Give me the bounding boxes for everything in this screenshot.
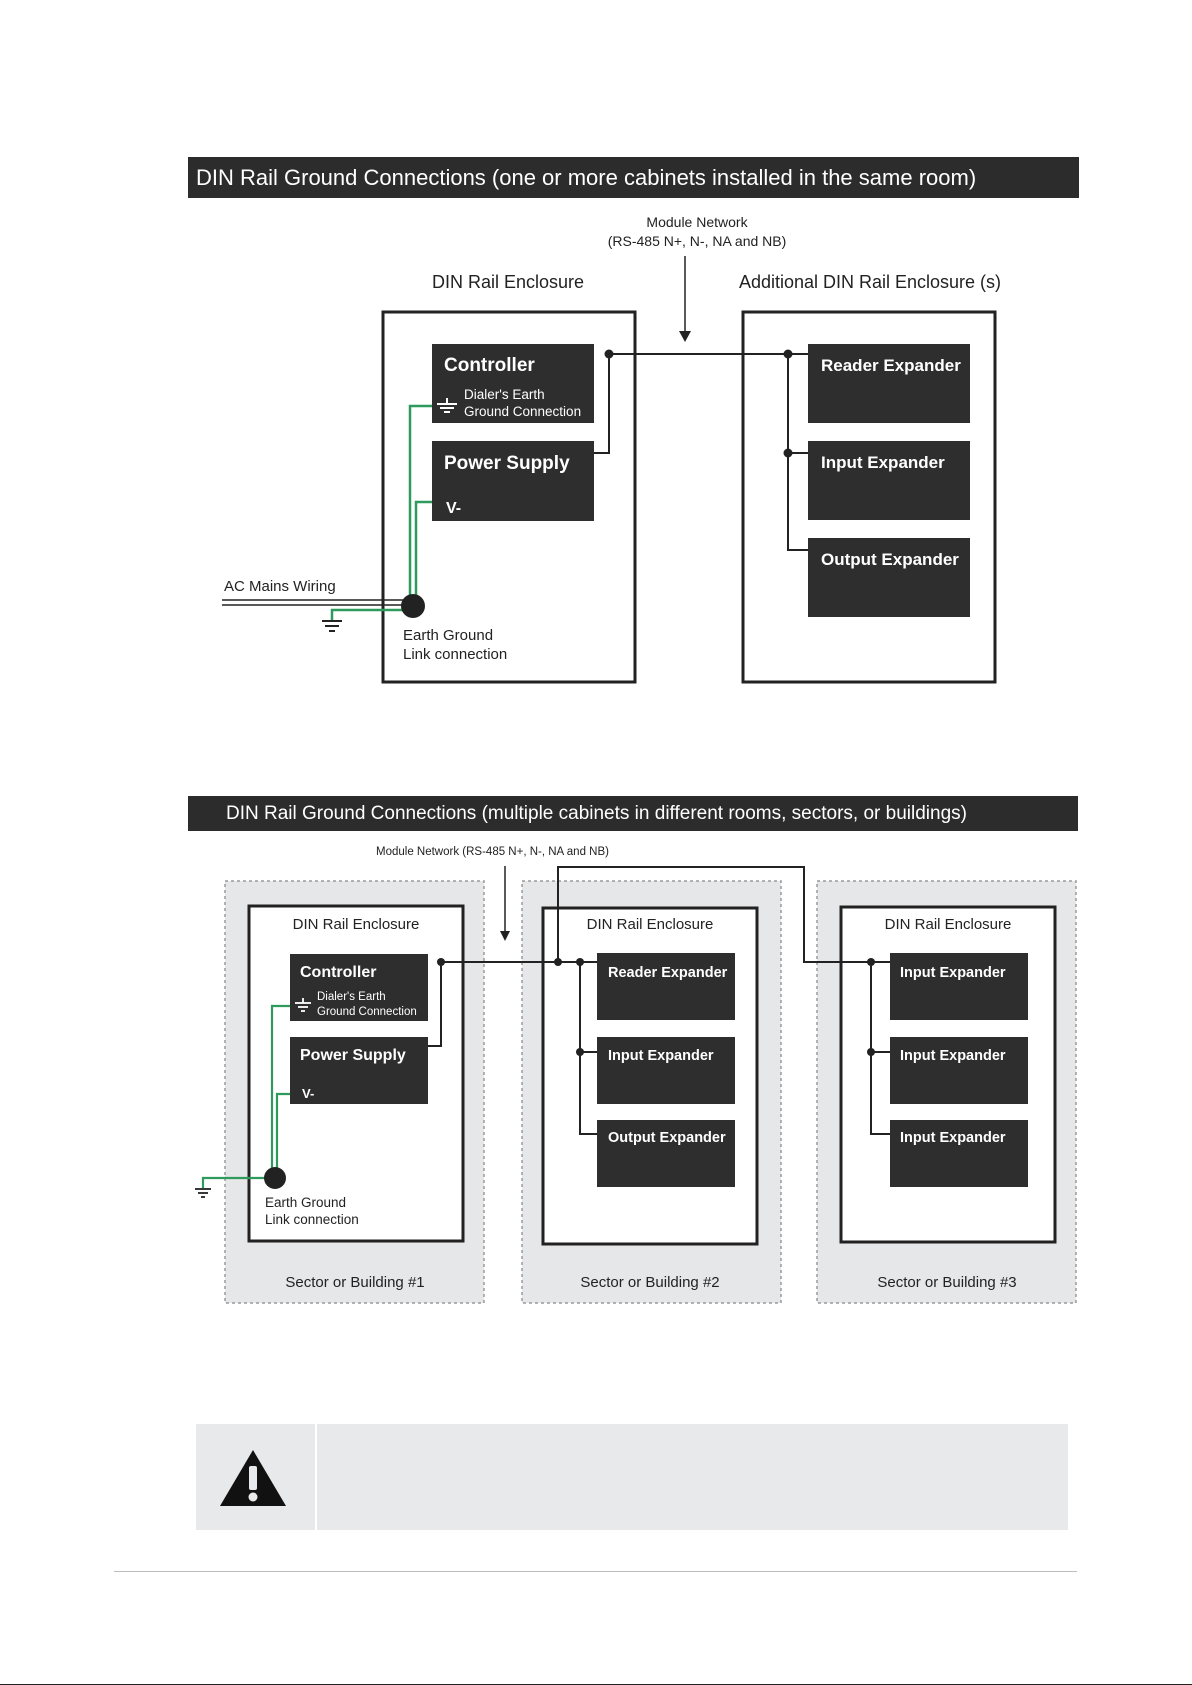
additional-din-rail-enclosure: [741, 310, 997, 684]
input-expander-label: Input Expander: [821, 453, 945, 472]
diagram2-title-banner: DIN Rail Ground Connections (multiple ca…: [188, 796, 1078, 831]
b3-input-expander-2-label: Input Expander: [900, 1048, 1006, 1064]
dialer-label-2: Ground Connection: [464, 404, 581, 419]
diagram2: DIN Rail Enclosure DIN Rail Enclosure DI…: [195, 846, 1077, 1304]
v-minus-label: V-: [446, 500, 461, 517]
earth-ground-link-node-2: [264, 1167, 286, 1189]
earth-link-label-2: Link connection: [403, 646, 507, 663]
reader-expander-label: Reader Expander: [821, 356, 961, 375]
output-expander-box: [808, 538, 970, 617]
earth-link-label-1: Earth Ground: [403, 627, 493, 644]
warning-box-divider: [315, 1424, 317, 1530]
footer-rule: [114, 1571, 1077, 1572]
earth-ground-wire: [330, 608, 413, 620]
din-rail-enclosure: [381, 310, 637, 684]
ps-bus-wire: [594, 354, 610, 454]
diagram1-title-banner: DIN Rail Ground Connections (one or more…: [188, 157, 1079, 198]
diagram2-network-label: Module Network (RS-485 N+, N-, NA and NB…: [376, 846, 609, 858]
building-2-bus-drop: [579, 962, 597, 1135]
dialer-label-2-1: Dialer's Earth: [317, 991, 386, 1003]
earth-ground-wire-2: [201, 1176, 274, 1188]
b2-reader-expander-box: [597, 953, 735, 1020]
diagram1: Module Network (RS-485 N+, N-, NA and NB…: [222, 214, 1001, 684]
output-expander-label: Output Expander: [821, 550, 959, 569]
enclosure-2-label: DIN Rail Enclosure: [587, 916, 714, 933]
dialer-label-1: Dialer's Earth: [464, 387, 545, 402]
reader-expander-box: [808, 344, 970, 423]
earth-ground-icon: [322, 620, 342, 632]
bus-junction-reader: [783, 349, 793, 359]
enclosure-1-label: DIN Rail Enclosure: [293, 916, 420, 933]
dialer-ground-wire: [408, 404, 432, 606]
b2-input-expander-label: Input Expander: [608, 1048, 714, 1064]
controller-box-2: [290, 954, 428, 1021]
diagram1-network-label-1: Module Network: [646, 214, 748, 230]
b3-input-expander-3-box: [890, 1120, 1028, 1187]
power-supply-label: Power Supply: [444, 453, 570, 474]
b3-input-expander-3-label: Input Expander: [900, 1130, 1006, 1146]
warning-triangle-icon: [220, 1450, 286, 1506]
earth-ground-icon: [295, 998, 311, 1012]
earth-ground-icon: [195, 1188, 211, 1198]
earth-link-label-2-1: Earth Ground: [265, 1195, 346, 1210]
input-expander-box: [808, 441, 970, 520]
warning-box: [196, 1424, 1068, 1530]
bus-junction-input: [783, 448, 793, 458]
b3-input-expander-2-box: [890, 1037, 1028, 1104]
bus-junction-b3b: [867, 1048, 875, 1056]
diagram1-additional-enclosure-label: Additional DIN Rail Enclosure (s): [739, 272, 1001, 292]
v-minus-ground-wire: [414, 500, 432, 606]
earth-link-label-2-2: Link connection: [265, 1212, 359, 1227]
dialer-label-2-2: Ground Connection: [317, 1006, 417, 1018]
diagram1-title: DIN Rail Ground Connections (one or more…: [196, 165, 977, 190]
building-3-bus-drop: [870, 962, 890, 1135]
earth-ground-link-node: [401, 594, 425, 618]
dialer-ground-wire-2: [270, 1004, 290, 1175]
controller-label-2: Controller: [300, 964, 376, 981]
power-supply-label-2: Power Supply: [300, 1047, 406, 1064]
enclosure-3-label: DIN Rail Enclosure: [885, 916, 1012, 933]
network-arrow-head-2: [500, 931, 510, 941]
sector-2-label: Sector or Building #2: [580, 1274, 719, 1291]
b3-input-expander-1-label: Input Expander: [900, 965, 1006, 981]
sector-1-label: Sector or Building #1: [285, 1274, 424, 1291]
b2-output-expander-box: [597, 1120, 735, 1187]
sector-3-label: Sector or Building #3: [877, 1274, 1016, 1291]
bus-junction-controller: [604, 349, 614, 359]
network-arrow-head: [679, 331, 691, 342]
diagram1-network-label-2: (RS-485 N+, N-, NA and NB): [608, 233, 787, 249]
bus-junction-b2a: [554, 958, 562, 966]
diagram2-title: DIN Rail Ground Connections (multiple ca…: [226, 803, 967, 824]
b3-input-expander-1-box: [890, 953, 1028, 1020]
diagram1-enclosure-label: DIN Rail Enclosure: [432, 272, 584, 292]
b2-reader-expander-label: Reader Expander: [608, 965, 728, 981]
ps-bus-wire-2: [428, 962, 442, 1047]
power-supply-box: [432, 441, 594, 521]
network-bus-to-building-3: [557, 866, 890, 963]
bus-junction-b3a: [867, 958, 875, 966]
v-minus-label-2: V-: [302, 1086, 314, 1101]
ac-mains-label: AC Mains Wiring: [224, 578, 336, 595]
controller-label: Controller: [444, 355, 535, 376]
controller-box: [432, 344, 594, 423]
bus-junction-b1: [437, 958, 445, 966]
bus-junction-b2c: [576, 1048, 584, 1056]
bus-junction-b2b: [576, 958, 584, 966]
v-minus-ground-wire-2: [275, 1092, 290, 1175]
b2-input-expander-box: [597, 1037, 735, 1104]
b2-output-expander-label: Output Expander: [608, 1130, 726, 1146]
expander-bus-drop: [787, 354, 808, 551]
earth-ground-icon: [437, 398, 457, 413]
power-supply-box-2: [290, 1037, 428, 1104]
